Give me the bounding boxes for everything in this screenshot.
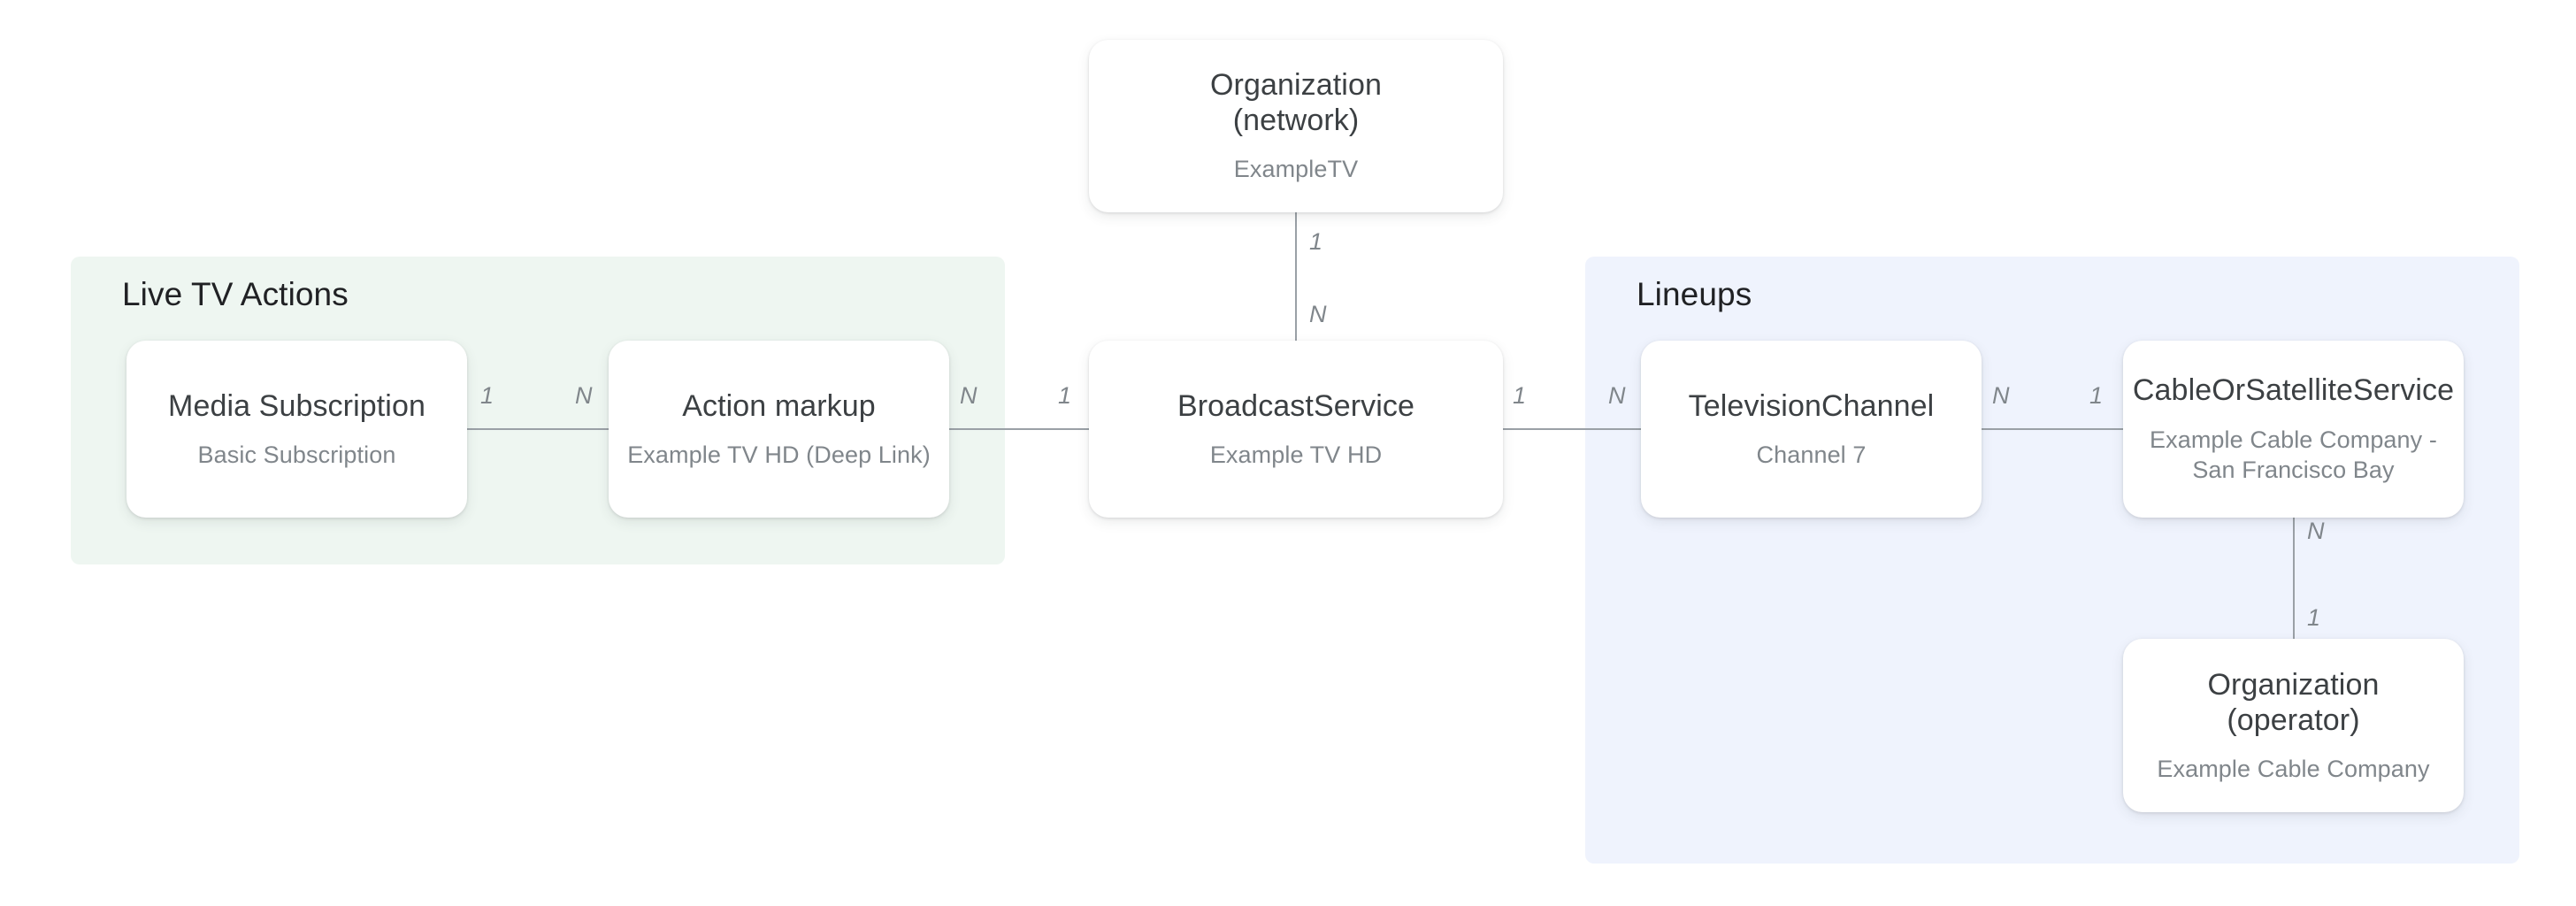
cardinality-label-edge-cable-service-to-org-operator-from: N <box>2307 518 2325 544</box>
node-subtitle-television-channel: Channel 7 <box>1756 441 1867 468</box>
edge-line-edge-action-markup-to-broadcast <box>949 428 1089 430</box>
edge-line-edge-media-subscription-to-action-markup <box>467 428 609 430</box>
node-subtitle-organization-operator: Example Cable Company <box>2157 755 2430 782</box>
cardinality-label-edge-media-subscription-to-action-markup-to: N <box>575 382 593 409</box>
node-title-organization-operator: Organization (operator) <box>2207 667 2380 737</box>
node-title-media-subscription: Media Subscription <box>168 388 426 423</box>
node-title-television-channel: TelevisionChannel <box>1688 388 1935 423</box>
node-subtitle-cable-or-satellite-service: Example Cable Company - San Francisco Ba… <box>2150 426 2437 484</box>
cardinality-label-edge-broadcast-to-television-channel-to: N <box>1608 382 1626 409</box>
node-subtitle-media-subscription: Basic Subscription <box>197 441 396 468</box>
node-title-broadcast-service: BroadcastService <box>1177 388 1415 423</box>
node-subtitle-broadcast-service: Example TV HD <box>1209 441 1383 468</box>
cardinality-label-edge-television-channel-to-cable-service-to: 1 <box>2089 382 2104 409</box>
group-title-live-tv-actions: Live TV Actions <box>122 276 349 312</box>
edge-line-edge-org-network-to-broadcast <box>1295 212 1297 341</box>
cardinality-label-edge-action-markup-to-broadcast-from: N <box>960 382 978 409</box>
cardinality-label-edge-org-network-to-broadcast-to: N <box>1309 301 1327 327</box>
node-title-organization-network: Organization (network) <box>1210 68 1382 138</box>
cardinality-label-edge-television-channel-to-cable-service-from: N <box>1992 382 2010 409</box>
node-title-cable-or-satellite-service: CableOrSatelliteService <box>2132 373 2455 408</box>
node-organization-operator[interactable]: Organization (operator) Example Cable Com… <box>2123 639 2464 812</box>
node-subtitle-organization-network: ExampleTV <box>1233 156 1359 183</box>
cardinality-label-edge-broadcast-to-television-channel-from: 1 <box>1513 382 1527 409</box>
node-subtitle-action-markup: Example TV HD (Deep Link) <box>627 441 931 468</box>
cardinality-label-edge-org-network-to-broadcast-from: 1 <box>1309 228 1323 255</box>
edge-line-edge-television-channel-to-cable-service <box>1982 428 2123 430</box>
cardinality-label-edge-cable-service-to-org-operator-to: 1 <box>2307 604 2321 631</box>
group-title-lineups: Lineups <box>1637 276 1752 312</box>
edge-line-edge-cable-service-to-org-operator <box>2293 518 2295 639</box>
node-title-action-markup: Action markup <box>682 388 876 423</box>
cardinality-label-edge-action-markup-to-broadcast-to: 1 <box>1058 382 1072 409</box>
node-organization-network[interactable]: Organization (network) ExampleTV <box>1089 40 1503 212</box>
edge-line-edge-broadcast-to-television-channel <box>1503 428 1641 430</box>
cardinality-label-edge-media-subscription-to-action-markup-from: 1 <box>480 382 494 409</box>
